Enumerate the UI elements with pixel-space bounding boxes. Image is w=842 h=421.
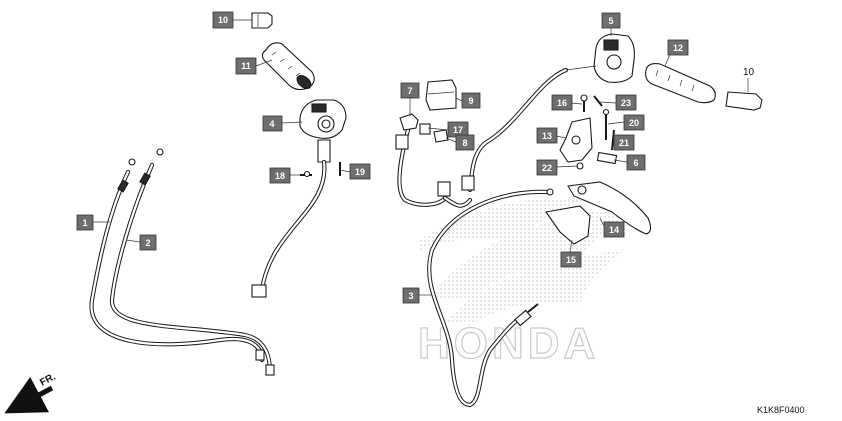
grip-end-weight-right	[725, 78, 763, 111]
bolt-16	[580, 94, 588, 112]
front-direction-arrow: FR.	[4, 371, 58, 414]
relay-9	[425, 79, 457, 111]
throttle-cables	[89, 148, 275, 376]
label-10-right: 10	[743, 67, 755, 78]
svg-text:16: 16	[557, 98, 567, 108]
svg-text:14: 14	[609, 225, 619, 235]
right-grip	[645, 63, 716, 104]
callout-5: 5	[601, 12, 621, 29]
diagram-code: K1K8F0400	[757, 405, 805, 415]
svg-text:23: 23	[621, 98, 631, 108]
svg-text:13: 13	[542, 131, 552, 141]
right-switch-housing	[565, 33, 635, 83]
svg-text:1: 1	[82, 218, 87, 228]
callout-2: 2	[139, 234, 157, 251]
bolt-21	[611, 129, 615, 151]
callout-1: 1	[76, 214, 94, 231]
callout-13: 13	[536, 127, 558, 144]
left-switch-housing	[299, 99, 347, 163]
clip-7	[399, 113, 419, 131]
svg-text:20: 20	[629, 118, 639, 128]
callout-15: 15	[560, 251, 582, 268]
callout-3: 3	[402, 287, 420, 304]
connector-17	[419, 123, 431, 135]
callout-16: 16	[551, 94, 573, 111]
svg-text:8: 8	[462, 138, 467, 148]
callout-12: 12	[667, 39, 689, 56]
svg-text:4: 4	[269, 119, 274, 129]
callout-9: 9	[461, 92, 481, 109]
svg-text:17: 17	[453, 125, 463, 135]
callout-7: 7	[400, 82, 420, 99]
lever-14	[567, 181, 652, 235]
clutch-cable-3	[427, 188, 554, 408]
svg-text:2: 2	[145, 238, 150, 248]
callout-11: 11	[235, 57, 257, 75]
bracket-15	[545, 205, 591, 245]
left-switch-connector	[251, 284, 267, 298]
front-marker-text: FR.	[38, 371, 58, 388]
callout-6: 6	[626, 154, 646, 171]
callout-23: 23	[615, 94, 637, 111]
svg-text:18: 18	[275, 171, 285, 181]
center-wiring-harness	[395, 67, 569, 208]
connector-8	[433, 129, 449, 143]
grip-end-weight-left	[251, 12, 273, 29]
bolt-20	[602, 108, 610, 140]
svg-text:22: 22	[542, 163, 552, 173]
svg-text:9: 9	[468, 96, 473, 106]
svg-text:6: 6	[633, 158, 638, 168]
callout-22: 22	[536, 159, 558, 176]
callout-14: 14	[603, 221, 625, 238]
callout-21: 21	[613, 134, 635, 151]
switch-6	[596, 151, 618, 165]
svg-text:12: 12	[673, 43, 683, 53]
svg-text:3: 3	[408, 291, 413, 301]
bolt-23	[593, 95, 603, 107]
callout-18: 18	[269, 167, 291, 184]
left-grip	[261, 42, 315, 91]
callout-8: 8	[455, 134, 475, 151]
svg-text:11: 11	[241, 61, 251, 71]
svg-text:7: 7	[407, 86, 412, 96]
master-cylinder-13	[559, 117, 593, 163]
callout-10-left: 10	[212, 11, 234, 29]
callout-4: 4	[262, 115, 283, 132]
honda-watermark-text: HONDA	[418, 319, 599, 368]
svg-text:15: 15	[566, 255, 576, 265]
svg-text:10: 10	[218, 15, 228, 25]
callout-19: 19	[349, 163, 371, 180]
svg-text:21: 21	[619, 138, 629, 148]
svg-text:5: 5	[608, 16, 613, 26]
svg-text:19: 19	[355, 167, 365, 177]
callout-20: 20	[623, 114, 645, 131]
screw-18	[300, 170, 312, 178]
